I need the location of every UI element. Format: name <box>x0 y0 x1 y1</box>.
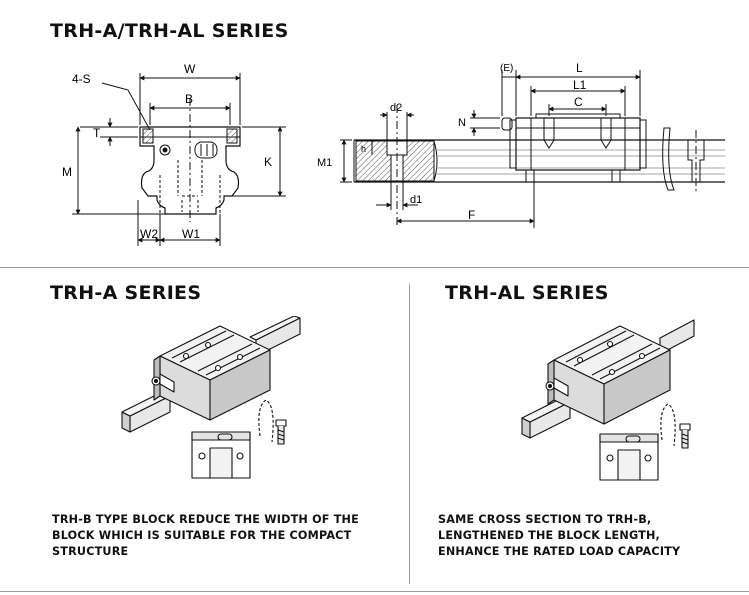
label-b: B <box>185 92 193 106</box>
left-desc-line-2: BLOCK WHICH IS SUITABLE FOR THE COMPACT <box>52 529 352 542</box>
label-w1: W1 <box>182 227 200 241</box>
label-l1: L1 <box>573 78 587 92</box>
label-f: F <box>468 208 475 222</box>
label-d2: d2 <box>390 102 402 114</box>
label-e: (E) <box>500 63 513 74</box>
right-desc-line-2: LENGTHENED THE BLOCK LENGTH, <box>438 529 660 542</box>
right-panel-description: SAME CROSS SECTION TO TRH-B, LENGTHENED … <box>438 512 680 560</box>
trh-al-illustration <box>521 319 695 481</box>
label-m: M <box>62 165 72 179</box>
label-4-s: 4-S <box>72 72 91 86</box>
label-m1: M1 <box>317 157 332 169</box>
right-panel-title: TRH-AL SERIES <box>445 282 609 304</box>
right-desc-line-1: SAME CROSS SECTION TO TRH-B, <box>438 513 652 526</box>
label-l: L <box>576 61 583 75</box>
vertical-divider <box>409 284 410 584</box>
left-panel-title: TRH-A SERIES <box>50 282 202 304</box>
horizontal-divider-bottom <box>0 591 749 592</box>
left-desc-line-3: STRUCTURE <box>52 545 129 558</box>
label-c: C <box>574 95 583 109</box>
technical-drawing: 4-S W B T M K W2 W1 <box>62 61 725 246</box>
label-w2: W2 <box>140 227 158 241</box>
side-view <box>340 70 725 228</box>
label-n: N <box>458 117 466 129</box>
label-k: K <box>264 155 272 169</box>
trh-a-illustration <box>121 316 301 479</box>
left-desc-line-1: TRH-B TYPE BLOCK REDUCE THE WIDTH OF THE <box>52 513 359 526</box>
label-w: W <box>184 62 196 76</box>
label-d1: d1 <box>410 194 422 206</box>
right-desc-line-3: ENHANCE THE RATED LOAD CAPACITY <box>438 545 681 558</box>
top-title: TRH-A/TRH-AL SERIES <box>50 20 289 42</box>
label-t: T <box>93 126 101 140</box>
left-panel-description: TRH-B TYPE BLOCK REDUCE THE WIDTH OF THE… <box>52 512 359 560</box>
label-h: h <box>361 144 366 154</box>
horizontal-divider-top <box>0 267 749 268</box>
front-view <box>72 73 286 246</box>
